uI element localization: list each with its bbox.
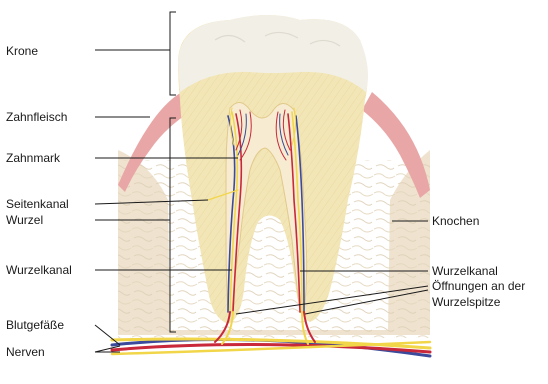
label-zahnmark: Zahnmark — [6, 151, 60, 165]
label-krone: Krone — [6, 44, 38, 58]
label-nerven: Nerven — [6, 345, 45, 359]
label-wurzelkanal-left: Wurzelkanal — [6, 263, 72, 277]
label-knochen: Knochen — [432, 214, 479, 228]
label-wurzel: Wurzel — [6, 213, 43, 227]
label-wurzelkanal-right: Wurzelkanal — [432, 264, 498, 278]
label-oeffnungen-line2: Wurzelspitze — [432, 295, 500, 309]
label-zahnfleisch: Zahnfleisch — [6, 110, 67, 124]
label-seitenkanal: Seitenkanal — [6, 197, 69, 211]
label-oeffnungen-line1: Öffnungen an der — [432, 279, 525, 293]
label-blutgefaesse: Blutgefäße — [6, 318, 64, 332]
